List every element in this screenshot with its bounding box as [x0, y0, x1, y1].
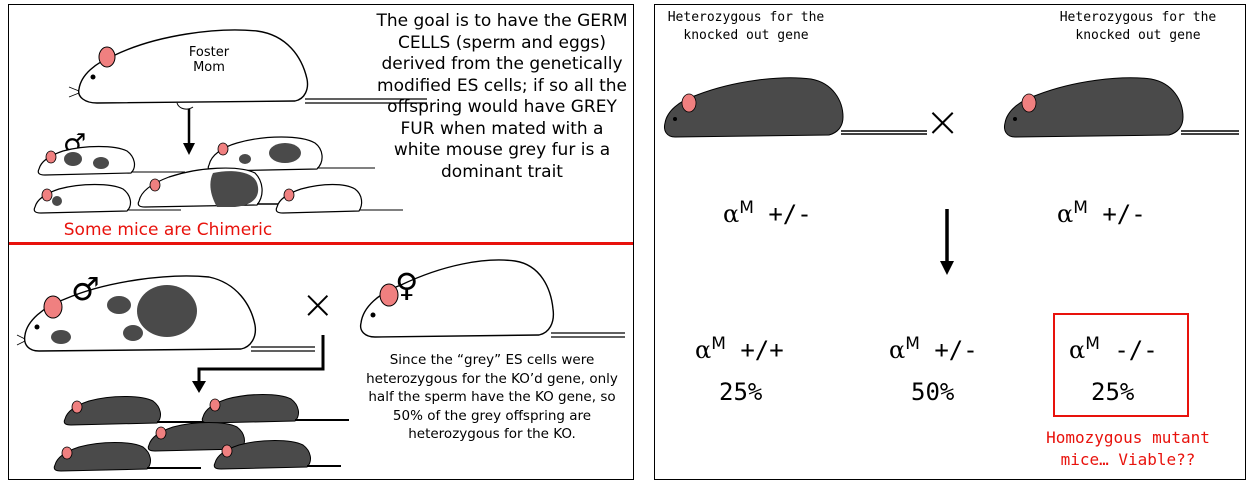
white-female-mouse: [359, 259, 625, 338]
genotype-greek: α: [695, 336, 712, 364]
genotype-sup: M: [1073, 198, 1088, 218]
foster-label-line1: Foster: [188, 45, 230, 60]
chimeric-pup-5: [275, 183, 403, 214]
homozygous-caption-line2: mice… Viable??: [1060, 450, 1196, 469]
cross-symbol-left: ×: [301, 282, 335, 328]
male-chimera-mouse: [16, 275, 315, 352]
grey-offspring-5: [213, 440, 341, 470]
genotype-alleles: -/-: [1114, 336, 1158, 364]
chimeric-pup-4: [137, 167, 325, 208]
genotype-sup: M: [711, 334, 726, 354]
genotype-greek: α: [889, 336, 906, 364]
arrow-down-icon: [183, 109, 195, 155]
male-symbol-large: ♂: [71, 270, 100, 308]
offspring-genotype-3: αM -/-: [1069, 329, 1158, 365]
chimeric-pup-3: [33, 183, 181, 214]
arrow-down-icon: [940, 209, 954, 275]
chimeric-caption: Some mice are Chimeric: [63, 220, 273, 240]
genotype-alleles: +/-: [1102, 200, 1146, 228]
homozygous-caption-line1: Homozygous mutant: [1046, 428, 1210, 447]
genotype-greek: α: [1069, 336, 1086, 364]
offspring-arrow-icon: [192, 335, 325, 393]
genotype-alleles: +/+: [740, 336, 784, 364]
foster-label-line2: Mom: [193, 60, 225, 75]
red-divider: [9, 242, 633, 245]
parent-right-label: Heterozygous for the knocked out gene: [1059, 10, 1217, 43]
offspring-genotype-2: αM +/-: [889, 329, 978, 365]
parent-right-mouse: [1004, 77, 1239, 138]
genotype-sup: M: [905, 334, 920, 354]
genotype-alleles: +/-: [934, 336, 978, 364]
foster-mom-label: Foster Mom: [179, 45, 239, 75]
parent-right-genotype: αM +/-: [1057, 193, 1146, 229]
explanation-text: Since the “grey” ES cells were heterozyg…: [366, 352, 618, 442]
cross-symbol-right: ×: [925, 97, 961, 146]
genotype-greek: α: [1057, 200, 1074, 228]
homozygous-caption: Homozygous mutant mice… Viable??: [1013, 427, 1243, 471]
right-panel: Heterozygous for the knocked out gene He…: [654, 4, 1246, 480]
foster-mom-mouse: [68, 29, 427, 110]
left-panel: Foster Mom ♂ The g: [8, 4, 634, 480]
grey-offspring-2: [201, 394, 349, 424]
genotype-sup: M: [1085, 334, 1100, 354]
offspring-percent-2: 50%: [911, 378, 955, 406]
grey-offspring-1: [63, 396, 211, 426]
chimeric-pup-1: [37, 145, 185, 176]
goal-text: The goal is to have the GERM CELLS (sper…: [376, 11, 628, 182]
parent-left-mouse: [664, 77, 927, 138]
grey-offspring-4: [53, 442, 201, 472]
homozygous-highlight-box: [1053, 313, 1189, 417]
offspring-percent-3: 25%: [1091, 378, 1135, 406]
offspring-genotype-1: αM +/+: [695, 329, 784, 365]
parent-left-genotype: αM +/-: [723, 193, 812, 229]
genotype-alleles: +/-: [768, 200, 812, 228]
female-symbol: ♀: [395, 266, 419, 304]
genotype-sup: M: [739, 198, 754, 218]
offspring-percent-1: 25%: [719, 378, 763, 406]
parent-left-label: Heterozygous for the knocked out gene: [667, 10, 825, 43]
genotype-greek: α: [723, 200, 740, 228]
